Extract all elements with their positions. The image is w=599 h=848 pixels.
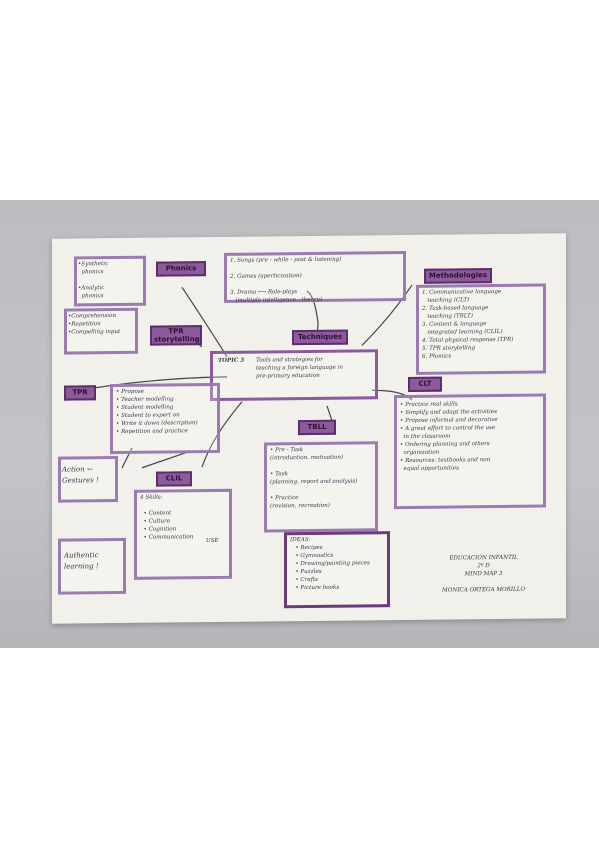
authentic-learning: Authentic learning !	[64, 551, 99, 571]
tpr-label: TPR	[64, 385, 96, 401]
techniques-label: Techniques	[292, 329, 348, 346]
tbll-items: • Pre - Task (introduction, motivation) …	[270, 447, 358, 510]
central-topic-text: Tools and strategies for teaching a fore…	[256, 356, 343, 380]
clil-label: CLIL	[156, 471, 192, 487]
tpr-storytelling-label: TPR storytelling	[150, 325, 202, 346]
methodologies-items: 1. Communicative language teaching (CLT)…	[422, 288, 514, 360]
mind-map-paper: •Synthetic phonics •Analytic phonics Pho…	[52, 233, 566, 624]
techniques-items: 1. Songs (pre - while - post & listening…	[230, 256, 342, 304]
central-topic-title: TOPIC 3	[218, 357, 245, 364]
tbll-label: TBLL	[298, 419, 336, 436]
phonics-items: •Synthetic phonics •Analytic phonics	[78, 261, 109, 300]
author-signature: EDUCACIÓN INFANTIL 2º D MIND MAP 3 MONIC…	[442, 554, 526, 594]
action-gestures: Action ← Gestures !	[62, 465, 99, 485]
tpr-storytelling-items: •Comprehension •Repetition •Compelling i…	[68, 313, 121, 336]
tpr-items: • Propose • Teacher modelling • Student …	[116, 388, 198, 436]
clt-label: CLT	[408, 376, 442, 392]
methodologies-label: Methodologies	[424, 268, 492, 284]
phonics-label: Phonics	[156, 261, 206, 277]
ideas-items: IDEAS: • Recipes • Gymnastics • Drawing/…	[290, 536, 370, 592]
clt-items: • Practice real skills • Simplify and ad…	[400, 401, 498, 473]
clil-items: 4 Skills: • Content • Culture • Cognitio…	[140, 494, 194, 541]
clil-use: USE	[206, 537, 219, 545]
